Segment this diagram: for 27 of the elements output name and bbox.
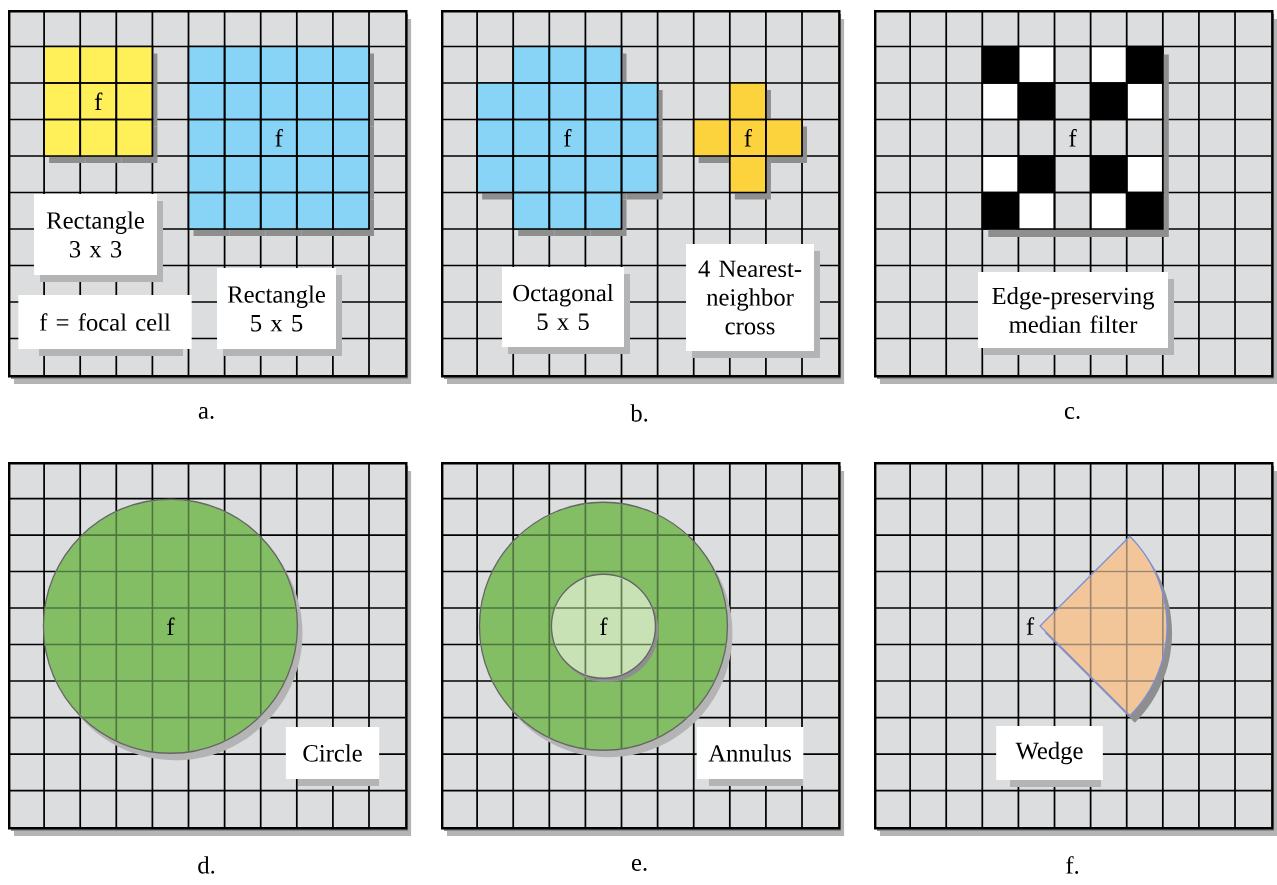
label-box: Edge-preserving median filter — [978, 272, 1174, 355]
label-box: Annulus — [696, 727, 804, 786]
label-box: f = focal cell — [18, 295, 192, 356]
panel-caption: d. — [198, 856, 215, 874]
label-box: Octagonal 5 x 5 — [502, 267, 630, 354]
node-label: f — [94, 92, 103, 110]
square-neighborhood: f — [43, 45, 158, 163]
panel-caption: e. — [631, 859, 647, 871]
label-box: 4 Nearest-neighbor cross — [686, 244, 820, 358]
node-label: f — [564, 129, 572, 147]
panel-caption: a. — [198, 407, 214, 419]
circle-neighborhood: f — [42, 498, 303, 761]
octagon-neighborhood: f — [476, 45, 663, 236]
cross-neighborhood: f — [692, 82, 807, 200]
panel-caption: c. — [1064, 407, 1080, 419]
label-box: Rectangle 3 x 3 — [34, 194, 163, 282]
label-box: Rectangle 5 x 5 — [217, 268, 342, 356]
node-label: f — [275, 129, 283, 147]
panel-caption: f. — [1066, 856, 1079, 874]
panel-caption: b. — [630, 404, 648, 422]
wedge-neighborhood — [1039, 535, 1172, 723]
node-label: f — [744, 129, 752, 147]
median-filter-pattern: f — [981, 45, 1169, 237]
square-neighborhood: f — [187, 45, 374, 236]
focal-cell-label: f — [1026, 617, 1035, 635]
label-box: Circle — [285, 727, 380, 786]
label-box: Wedge — [996, 726, 1103, 787]
